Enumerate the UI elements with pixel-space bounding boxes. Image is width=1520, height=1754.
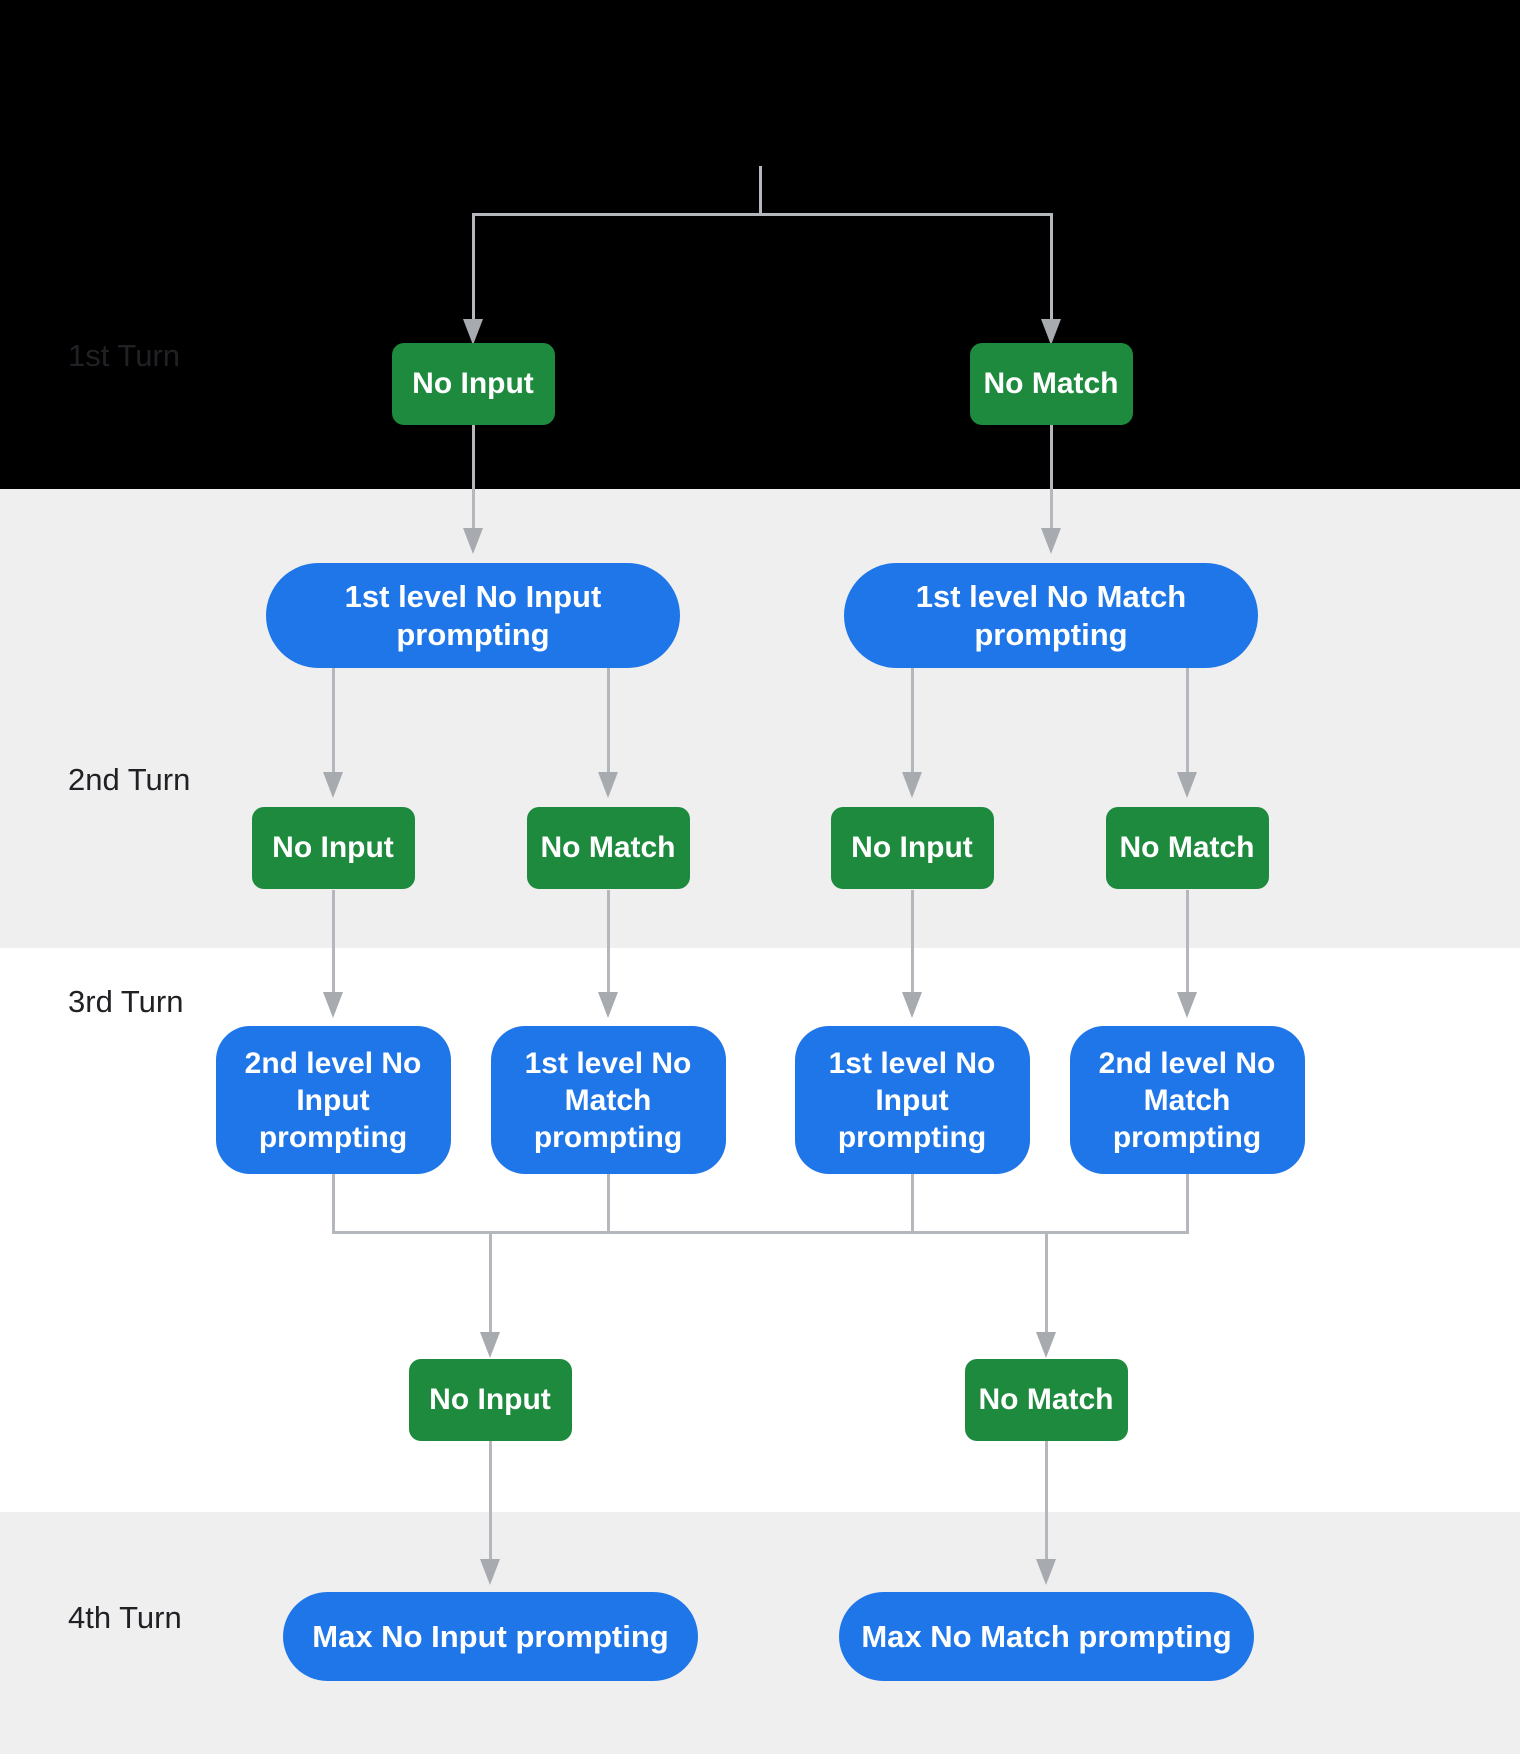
edge-conv-no-match-drop bbox=[1044, 1231, 1048, 1332]
node-t2-no-match-a: No Match bbox=[526, 807, 690, 889]
arrowhead-p2-3-icon bbox=[902, 992, 922, 1018]
arrowhead-t2b-no-input-icon bbox=[902, 772, 922, 798]
arrowhead-max-no-input-icon bbox=[480, 1559, 500, 1585]
edge-t2a-ni-down bbox=[331, 890, 335, 992]
edge-conv-no-input-drop bbox=[488, 1231, 492, 1332]
node-p2-3: 1st level No Input prompting bbox=[794, 1026, 1030, 1174]
turn-4-label: 4th Turn bbox=[68, 1600, 182, 1635]
arrowhead-p1-no-match-icon bbox=[1041, 528, 1061, 554]
edge-t2b-ni-down bbox=[910, 890, 914, 992]
edge-t1-no-match-down bbox=[1049, 425, 1053, 528]
band-turn-2 bbox=[0, 489, 1520, 948]
arrowhead-t2a-no-match-icon bbox=[598, 772, 618, 798]
node-p1-no-match: 1st level No Match prompting bbox=[844, 563, 1258, 668]
edge-t1-no-input-down bbox=[471, 425, 475, 528]
arrowhead-t1-no-match-icon bbox=[1041, 319, 1061, 345]
node-t3-no-match: No Match bbox=[964, 1359, 1128, 1441]
edge-conv-3 bbox=[910, 1174, 914, 1233]
edge-initial-stem bbox=[758, 166, 762, 215]
arrowhead-p2-4-icon bbox=[1177, 992, 1197, 1018]
edge-conv-bar bbox=[331, 1231, 1189, 1234]
node-p2-1: 2nd level No Input prompting bbox=[215, 1026, 451, 1174]
arrowhead-t3-no-match-icon bbox=[1036, 1332, 1056, 1358]
edge-p1a-right bbox=[606, 668, 610, 772]
arrowhead-t1-no-input-icon bbox=[463, 319, 483, 345]
band-turn-1 bbox=[0, 0, 1520, 489]
arrowhead-t2a-no-input-icon bbox=[323, 772, 343, 798]
edge-t3-no-match-down bbox=[1044, 1441, 1048, 1559]
edge-p1a-left bbox=[331, 668, 335, 772]
node-t2-no-input-a: No Input bbox=[251, 807, 415, 889]
turn-3-label: 3rd Turn bbox=[68, 984, 184, 1019]
turn-1-label: 1st Turn bbox=[68, 338, 180, 373]
node-t3-no-input: No Input bbox=[408, 1359, 572, 1441]
arrowhead-p2-2-icon bbox=[598, 992, 618, 1018]
arrowhead-t2b-no-match-icon bbox=[1177, 772, 1197, 798]
edge-conv-2 bbox=[606, 1174, 610, 1233]
arrowhead-max-no-match-icon bbox=[1036, 1559, 1056, 1585]
arrowhead-t3-no-input-icon bbox=[480, 1332, 500, 1358]
node-max-no-input: Max No Input prompting bbox=[283, 1592, 698, 1681]
edge-t3-no-input-down bbox=[488, 1441, 492, 1559]
node-t1-no-input: No Input bbox=[391, 343, 555, 425]
node-t2-no-match-b: No Match bbox=[1105, 807, 1269, 889]
edge-p1b-right bbox=[1185, 668, 1189, 772]
edge-to-t1-no-match bbox=[1049, 213, 1053, 319]
band-turn-4 bbox=[0, 1512, 1520, 1754]
node-t2-no-input-b: No Input bbox=[830, 807, 994, 889]
edge-conv-1 bbox=[331, 1174, 335, 1233]
edge-t2b-nm-down bbox=[1185, 890, 1189, 992]
edge-initial-split-bar bbox=[471, 213, 1053, 216]
node-p1-no-input: 1st level No Input prompting bbox=[266, 563, 680, 668]
node-p2-2: 1st level No Match prompting bbox=[490, 1026, 726, 1174]
arrowhead-p2-1-icon bbox=[323, 992, 343, 1018]
node-max-no-match: Max No Match prompting bbox=[839, 1592, 1254, 1681]
edge-p1b-left bbox=[910, 668, 914, 772]
node-p2-4: 2nd level No Match prompting bbox=[1069, 1026, 1305, 1174]
turn-2-label: 2nd Turn bbox=[68, 762, 191, 797]
edge-conv-4 bbox=[1185, 1174, 1189, 1233]
node-t1-no-match: No Match bbox=[969, 343, 1133, 425]
edge-t2a-nm-down bbox=[606, 890, 610, 992]
arrowhead-p1-no-input-icon bbox=[463, 528, 483, 554]
edge-to-t1-no-input bbox=[471, 213, 475, 319]
